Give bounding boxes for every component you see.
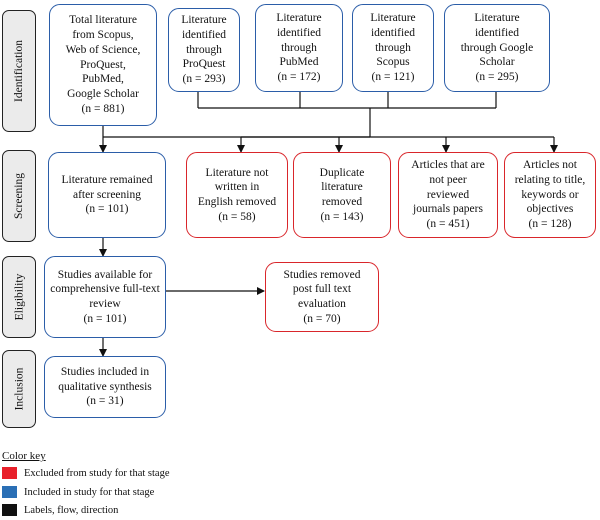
stage-eligibility-label: Eligibility bbox=[13, 273, 26, 321]
total-literature-box: Total literature from Scopus, Web of Sci… bbox=[49, 4, 157, 126]
key-item-labels: Labels, flow, direction bbox=[2, 504, 118, 516]
key-item-excluded: Excluded from study for that stage bbox=[2, 467, 170, 479]
stage-screening-label: Screening bbox=[13, 173, 26, 219]
google-scholar-box: Literature identified through Google Sch… bbox=[444, 4, 550, 92]
key-item-labels-label: Labels, flow, direction bbox=[24, 504, 119, 516]
blue-swatch-icon bbox=[2, 486, 17, 498]
color-key-title: Color key bbox=[2, 450, 46, 462]
not-relating-box: Articles not relating to title, keywords… bbox=[504, 152, 596, 238]
studies-included-box: Studies included in qualitative synthesi… bbox=[44, 356, 166, 418]
literature-remained-box: Literature remained after screening (n =… bbox=[48, 152, 166, 238]
duplicate-removed-box: Duplicate literature removed (n = 143) bbox=[293, 152, 391, 238]
stage-inclusion-label: Inclusion bbox=[13, 367, 25, 411]
not-peer-reviewed-box: Articles that are not peer reviewed jour… bbox=[398, 152, 498, 238]
not-english-removed-box: Literature not written in English remove… bbox=[186, 152, 288, 238]
key-item-excluded-label: Excluded from study for that stage bbox=[24, 467, 170, 479]
scopus-box: Literature identified through Scopus (n … bbox=[352, 4, 434, 92]
stage-eligibility: Eligibility bbox=[2, 256, 36, 338]
studies-removed-box: Studies removed post full text evaluatio… bbox=[265, 262, 379, 332]
red-swatch-icon bbox=[2, 467, 17, 479]
key-item-included: Included in study for that stage bbox=[2, 486, 154, 498]
key-item-included-label: Included in study for that stage bbox=[24, 486, 155, 498]
studies-available-box: Studies available for comprehensive full… bbox=[44, 256, 166, 338]
proquest-box: Literature identified through ProQuest (… bbox=[168, 8, 240, 92]
stage-identification: Identification bbox=[2, 10, 36, 132]
pubmed-box: Literature identified through PubMed (n … bbox=[255, 4, 343, 92]
stage-identification-label: Identification bbox=[13, 40, 26, 102]
stage-screening: Screening bbox=[2, 150, 36, 242]
stage-inclusion: Inclusion bbox=[2, 350, 36, 428]
black-swatch-icon bbox=[2, 504, 17, 516]
